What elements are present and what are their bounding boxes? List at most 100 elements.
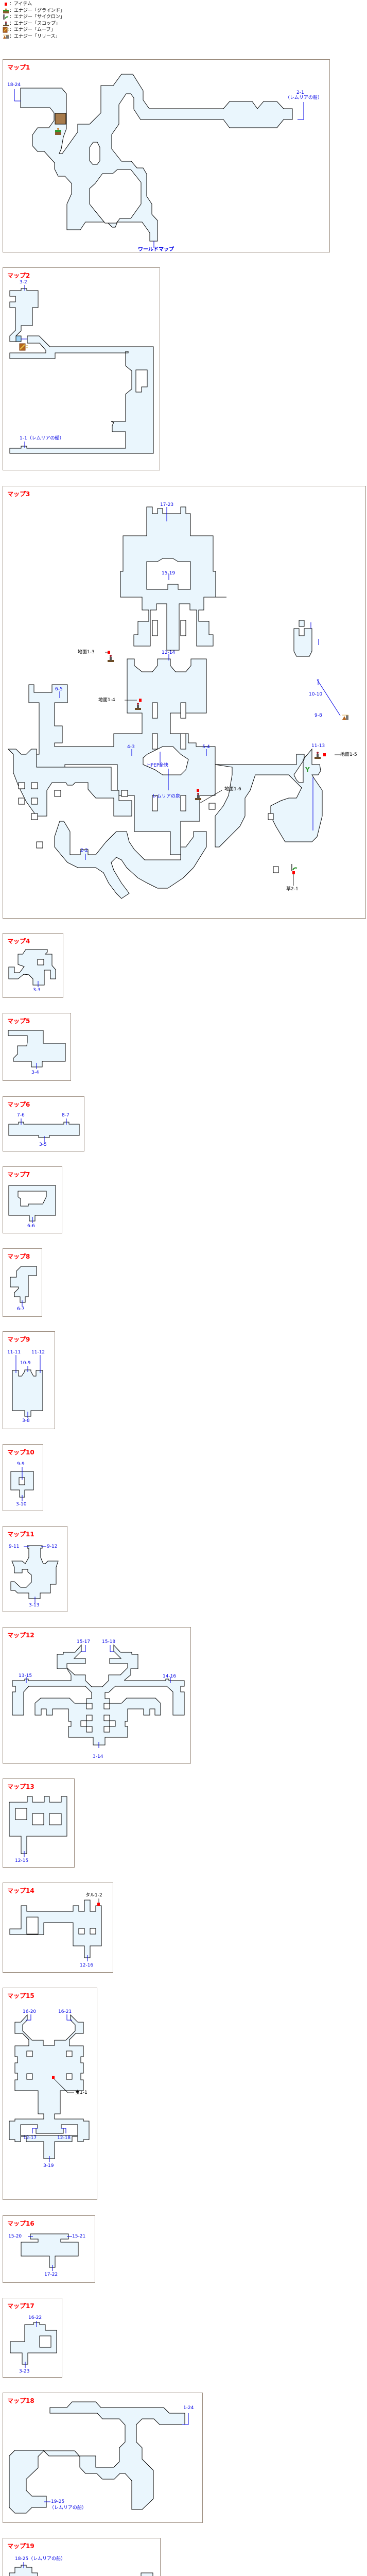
legend-scoop: ：エナジー「スコップ」 [3, 21, 65, 27]
map-title: マップ17 [7, 2302, 34, 2310]
map-panel-12: マップ12 15-17 15-18 13-15 14-16 3-14 [3, 1627, 191, 1764]
link-label: 9-12 [47, 1544, 58, 1549]
map-panel-9: マップ9 11-11 11-12 10-9 3-8 [3, 1331, 55, 1429]
item-marker [323, 753, 326, 756]
map-floor-plan [8, 1030, 66, 1069]
release-energy-icon [3, 34, 9, 39]
link-label: 9-9 [17, 1462, 25, 1467]
link-label: 3-14 [93, 1754, 103, 1759]
map-panel-1: マップ1 18-24 2-1 （レムリアの船） ワールドマップ [3, 59, 330, 252]
legend-cyclone: ：エナジー「サイクロン」 [3, 14, 65, 21]
item-label: 宝1-1 [75, 2090, 88, 2095]
link-label: 7-6 [17, 1113, 25, 1118]
item-label: 地面1-3 [78, 650, 95, 655]
fountain-label: レムリアの泉 [152, 794, 180, 799]
link-label: 15-18 [102, 1639, 116, 1645]
link-label: 17-23 [160, 502, 174, 507]
map-title: マップ3 [7, 490, 30, 498]
link-label: 13-15 [19, 1673, 32, 1679]
map-floor-plan [12, 1355, 43, 1418]
map-title: マップ14 [7, 1887, 34, 1894]
link-label: 15-17 [77, 1639, 91, 1645]
map-panel-8: マップ8 6-7 [3, 1248, 42, 1317]
map-floor-plan [10, 1266, 37, 1307]
map-floor-plan [12, 1644, 185, 1748]
map-title: マップ2 [7, 272, 30, 279]
fountain-heal-label: HPEP全快 [147, 763, 169, 768]
link-label: 4-3 [127, 744, 135, 750]
item-label: タル1-2 [85, 1893, 102, 1898]
map-title: マップ8 [7, 1253, 30, 1260]
link-label: 12-14 [162, 650, 176, 655]
map-floor-plan [21, 2233, 79, 2271]
map-title: マップ11 [7, 1531, 34, 1538]
map-floor-plan [9, 2014, 90, 2162]
map-floor-plan [7, 506, 341, 899]
link-label: 10-10 [309, 692, 323, 697]
link-label: 17-22 [44, 2272, 58, 2277]
grind-energy-icon [3, 8, 9, 13]
map-panel-11: マップ11 9-11 9-12 3-13 [3, 1526, 67, 1612]
link-label: 18-24 [7, 82, 21, 88]
world-map-label: ワールドマップ [138, 247, 174, 252]
link-label: 2-1 [296, 90, 304, 95]
map-floor-plan [9, 2562, 153, 2576]
map-floor-plan [10, 1467, 34, 1501]
map-panel-16: マップ16 15-20 15-21 17-22 [3, 2215, 95, 2283]
link-label: 12-18 [57, 2136, 71, 2141]
scoop-energy-icon [314, 752, 321, 759]
map-title: マップ16 [7, 2220, 34, 2227]
map-title: マップ6 [7, 1101, 30, 1108]
scoop-energy-icon [195, 793, 201, 800]
link-label: 12-15 [15, 1858, 29, 1863]
item-marker [52, 2076, 55, 2079]
scoop-energy-icon [108, 655, 114, 662]
map-panel-15: マップ15 宝1-1 16-20 16-21 12-17 12-18 3-19 [3, 1988, 97, 2200]
link-label: 15-21 [72, 2234, 86, 2239]
map-floor-plan [10, 2321, 57, 2368]
link-label: 3-8 [22, 1418, 30, 1423]
map-floor-plan [14, 74, 304, 248]
map-title: マップ4 [7, 938, 30, 945]
map-floor-plan [8, 949, 56, 987]
item-marker [97, 1903, 100, 1906]
link-label: 11-13 [311, 743, 325, 749]
item-marker [108, 651, 110, 654]
link-label: 9-8 [314, 713, 322, 718]
link-label: 6-7 [17, 1307, 25, 1312]
link-label: 3-4 [31, 1070, 39, 1075]
link-label: 3-5 [39, 1142, 47, 1147]
map-panel-7: マップ7 6-6 [3, 1166, 62, 1233]
legend: ：アイテム ：エナジー「グラインド」 ：エナジー「サイクロン」 ：エナジー「スコ… [3, 1, 65, 40]
item-label: 地面1-6 [224, 787, 241, 792]
link-label: 6-6 [27, 1224, 35, 1229]
link-label: 1-1（レムリアの船） [20, 436, 64, 441]
link-label: 3-13 [29, 1603, 40, 1608]
link-label: 16-22 [28, 2315, 42, 2320]
link-label: 8-7 [62, 1113, 69, 1118]
map-panel-17: マップ17 16-22 3-23 [3, 2298, 62, 2378]
map-panel-4: マップ4 3-3 [3, 933, 63, 998]
link-label: 19-25 [51, 2499, 65, 2504]
link-label: 11-12 [31, 1350, 45, 1355]
item-marker [139, 699, 142, 702]
move-energy-icon [3, 27, 9, 33]
link-label: 10-9 [20, 1361, 31, 1366]
item-marker [292, 871, 295, 874]
map-panel-3: マップ3 [3, 486, 366, 919]
map-panel-5: マップ5 3-4 [3, 1013, 71, 1081]
map-title: マップ18 [7, 2397, 34, 2404]
map-panel-14: マップ14 タル1-2 12-16 [3, 1883, 113, 1973]
item-marker [197, 789, 199, 792]
map-panel-13: マップ13 12-15 [3, 1778, 75, 1868]
map-title: マップ5 [7, 1018, 30, 1025]
map-title: マップ10 [7, 1449, 34, 1456]
move-energy-icon [19, 343, 28, 351]
item-label: 地面1-4 [98, 698, 115, 703]
release-energy-icon [342, 714, 348, 720]
map-panel-2: マップ2 3-2 1-1（レムリアの船） [3, 267, 160, 470]
map-title: マップ13 [7, 1783, 34, 1790]
link-label: （レムリアの船） [49, 2505, 86, 2511]
item-square-icon [3, 2, 9, 7]
link-label: 18-25（レムリアの船） [15, 2556, 65, 2562]
